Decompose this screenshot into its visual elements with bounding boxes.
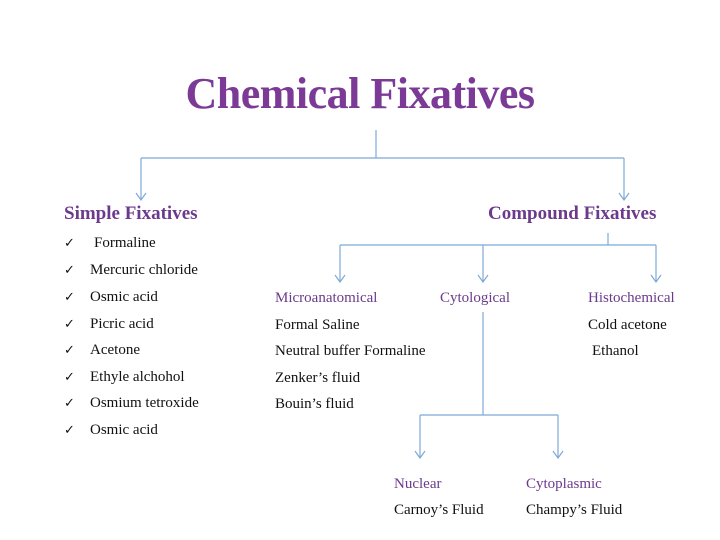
simple-fixatives-heading: Simple Fixatives bbox=[64, 203, 198, 224]
checkmark-icon: ✓ bbox=[64, 317, 75, 332]
checkmark-icon: ✓ bbox=[64, 263, 75, 278]
list-item: ✓ Osmium tetroxide bbox=[64, 393, 199, 414]
list-item: ✓ Osmic acid bbox=[64, 420, 158, 441]
compound-fixatives-heading: Compound Fixatives bbox=[488, 203, 657, 224]
histochemical-item: Ethanol bbox=[592, 343, 639, 359]
histochemical-item: Cold acetone bbox=[588, 317, 667, 333]
nuclear-item: Carnoy’s Fluid bbox=[394, 502, 484, 518]
checkmark-icon: ✓ bbox=[64, 236, 75, 251]
list-item-label: Osmium tetroxide bbox=[90, 395, 199, 411]
checkmark-icon: ✓ bbox=[64, 290, 75, 305]
checkmark-icon: ✓ bbox=[64, 343, 75, 358]
cytological-heading: Cytological bbox=[440, 290, 510, 306]
cytoplasmic-heading: Cytoplasmic bbox=[526, 476, 602, 492]
list-item: ✓ Mercuric chloride bbox=[64, 260, 198, 281]
list-item-label: Ethyle alchohol bbox=[90, 369, 185, 385]
microanatomical-item: Neutral buffer Formaline bbox=[275, 343, 426, 359]
list-item-label: Acetone bbox=[90, 342, 140, 358]
checkmark-icon: ✓ bbox=[64, 396, 75, 411]
list-item-label: Mercuric chloride bbox=[90, 262, 198, 278]
list-item-label: Osmic acid bbox=[90, 422, 158, 438]
list-item: ✓ Osmic acid bbox=[64, 287, 158, 308]
histochemical-heading: Histochemical bbox=[588, 290, 675, 306]
microanatomical-item: Formal Saline bbox=[275, 317, 360, 333]
checkmark-icon: ✓ bbox=[64, 370, 75, 385]
page-title: Chemical Fixatives bbox=[185, 69, 535, 118]
microanatomical-item: Zenker’s fluid bbox=[275, 370, 361, 386]
list-item-label: Osmic acid bbox=[90, 289, 158, 305]
list-item: ✓ Ethyle alchohol bbox=[64, 367, 185, 388]
microanatomical-heading: Microanatomical bbox=[275, 290, 378, 306]
list-item: ✓ Picric acid bbox=[64, 314, 154, 335]
nuclear-heading: Nuclear bbox=[394, 476, 442, 492]
cytoplasmic-item: Champy’s Fluid bbox=[526, 502, 623, 518]
list-item: ✓ Acetone bbox=[64, 340, 140, 361]
list-item: ✓ Formaline bbox=[64, 233, 156, 254]
list-item-label: Picric acid bbox=[90, 316, 154, 332]
list-item-label: Formaline bbox=[94, 235, 156, 251]
checkmark-icon: ✓ bbox=[64, 423, 75, 438]
microanatomical-item: Bouin’s fluid bbox=[275, 396, 354, 412]
